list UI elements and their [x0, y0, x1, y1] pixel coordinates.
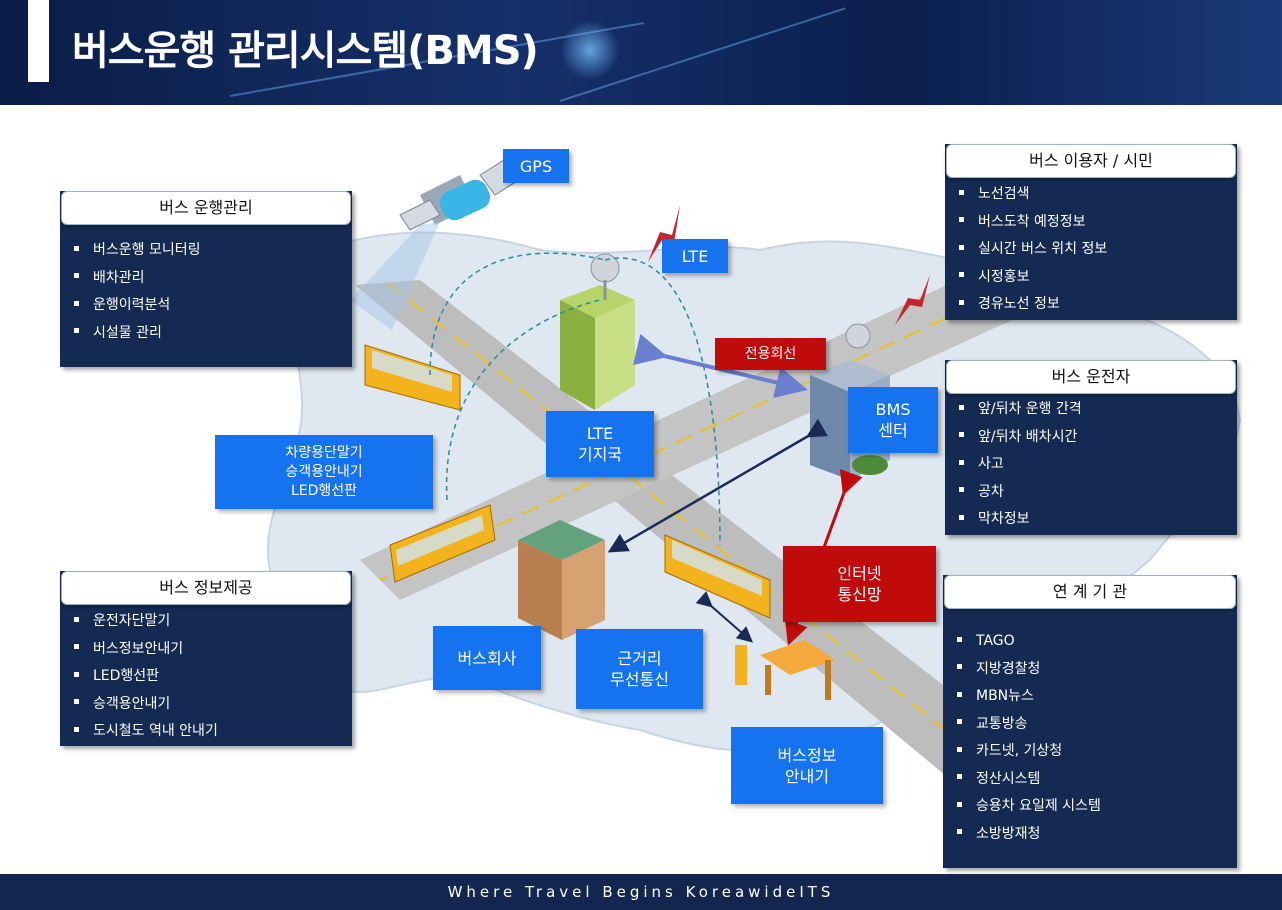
lte-label: LTE [662, 239, 728, 273]
agencies-box: 연 계 기 관 TAGO 지방경찰청 MBN뉴스 교통방송 카드넷, 기상청 정… [943, 575, 1237, 868]
list-item: 시정홍보 [959, 264, 1229, 292]
header-glow [560, 20, 620, 80]
wireless-link [604, 257, 721, 546]
satellite-icon [350, 149, 536, 330]
list-item: 버스정보안내기 [74, 636, 344, 664]
bms-center-label: BMS 센터 [848, 387, 938, 453]
bms-to-company-arrow [607, 418, 828, 553]
list-item: 도시철도 역내 안내기 [74, 718, 344, 746]
lte-station-label: LTE 기지국 [546, 411, 654, 477]
dedicated-line-label: 전용회선 [715, 338, 826, 370]
list-item: 소방방재청 [957, 821, 1229, 849]
list-item: 사고 [959, 451, 1229, 479]
list-item: 운행이력분석 [74, 292, 344, 320]
bus-company-label: 버스회사 [433, 626, 541, 690]
list-item: 버스도착 예정정보 [959, 209, 1229, 237]
lte-signal-icon [648, 205, 680, 262]
list-item: 노선검색 [959, 181, 1229, 209]
drivers-box-title: 버스 운전자 [946, 360, 1236, 394]
agencies-list: TAGO 지방경찰청 MBN뉴스 교통방송 카드넷, 기상청 정산시스템 승용차… [957, 628, 1229, 848]
users-list: 노선검색 버스도착 예정정보 실시간 버스 위치 정보 시정홍보 경유노선 정보 [959, 181, 1229, 319]
list-item: 교통방송 [957, 711, 1229, 739]
bus-icon [389, 504, 496, 583]
drivers-box: 버스 운전자 앞/뒤차 운행 간격 앞/뒤차 배차시간 사고 공차 막차정보 [945, 360, 1237, 535]
header-accent-bar [28, 0, 49, 82]
agencies-box-title: 연 계 기 관 [944, 575, 1236, 609]
page-title: 버스운행 관리시스템(BMS) [72, 28, 539, 74]
list-item: 실시간 버스 위치 정보 [959, 236, 1229, 264]
list-item: 승객용안내기 [74, 691, 344, 719]
page-header: 버스운행 관리시스템(BMS) [0, 0, 1282, 105]
wireless-link [429, 252, 606, 376]
list-item: 지방경찰청 [957, 656, 1229, 684]
list-item: 앞/뒤차 운행 간격 [959, 396, 1229, 424]
info-box-title: 버스 정보제공 [61, 571, 351, 605]
list-item: 정산시스템 [957, 766, 1229, 794]
list-item: 경유노선 정보 [959, 291, 1229, 319]
dedicated-line-arrow [632, 333, 808, 399]
operation-list: 버스운행 모니터링 배차관리 운행이력분석 시설물 관리 [74, 237, 344, 347]
info-list: 운전자단말기 버스정보안내기 LED행선판 승객용안내기 도시철도 역내 안내기 [74, 608, 344, 746]
list-item: 카드넷, 기상청 [957, 738, 1229, 766]
list-item: 시설물 관리 [74, 320, 344, 348]
operation-box: 버스 운행관리 버스운행 모니터링 배차관리 운행이력분석 시설물 관리 [60, 191, 352, 367]
page-footer: Where Travel Begins KoreawideITS [0, 874, 1282, 910]
list-item: 막차정보 [959, 506, 1229, 534]
info-box: 버스 정보제공 운전자단말기 버스정보안내기 LED행선판 승객용안내기 도시철… [60, 571, 352, 746]
bus-icon [364, 344, 461, 411]
short-range-wireless-label: 근거리 무선통신 [576, 629, 703, 709]
bus-info-display-label: 버스정보 안내기 [731, 727, 883, 804]
drivers-list: 앞/뒤차 운행 간격 앞/뒤차 배차시간 사고 공차 막차정보 [959, 396, 1229, 534]
short-range-arrow [695, 591, 754, 643]
users-box: 버스 이용자 / 시민 노선검색 버스도착 예정정보 실시간 버스 위치 정보 … [945, 144, 1237, 320]
list-item: 버스운행 모니터링 [74, 237, 344, 265]
list-item: 승용차 요일제 시스템 [957, 793, 1229, 821]
operation-box-title: 버스 운행관리 [61, 191, 351, 225]
gps-label: GPS [503, 149, 569, 183]
vehicle-devices-label: 차량용단말기 승객용안내기 LED행선판 [215, 435, 433, 509]
list-item: 운전자단말기 [74, 608, 344, 636]
lte-signal-icon [895, 275, 930, 325]
list-item: TAGO [957, 628, 1229, 656]
internet-network-label: 인터넷 통신망 [783, 546, 936, 622]
bus-company-building-icon [518, 520, 605, 640]
list-item: LED행선판 [74, 663, 344, 691]
wireless-link [445, 299, 601, 501]
users-box-title: 버스 이용자 / 시민 [946, 144, 1236, 178]
list-item: 공차 [959, 479, 1229, 507]
list-item: 배차관리 [74, 265, 344, 293]
lte-tower-icon [560, 253, 635, 410]
bus-stop-icon [735, 640, 835, 700]
list-item: MBN뉴스 [957, 683, 1229, 711]
list-item: 앞/뒤차 배차시간 [959, 424, 1229, 452]
